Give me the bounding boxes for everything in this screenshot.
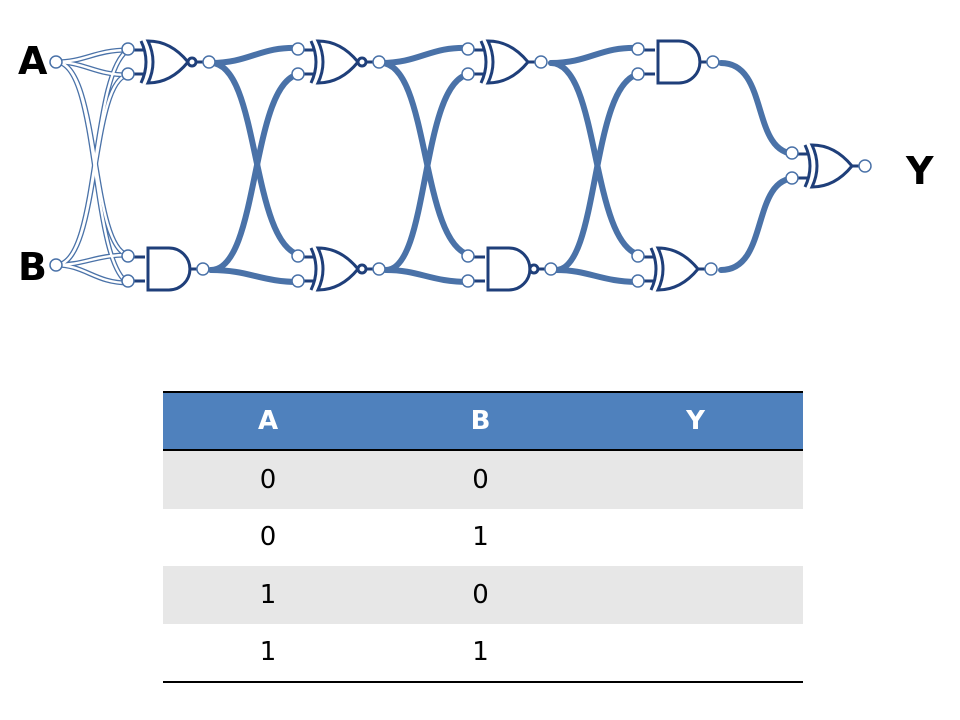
logic-circuit-diagram [49, 39, 872, 292]
cell-b: 1 [373, 508, 588, 566]
output-5-xor-gate [794, 143, 859, 189]
gate-input-pin [785, 146, 799, 160]
cell-a: 0 [163, 450, 373, 509]
input-b-pin [49, 258, 63, 272]
gate-output-pin [858, 159, 872, 173]
gate-output-pin [202, 55, 216, 69]
cell-a: 0 [163, 508, 373, 566]
cell-y [588, 450, 803, 509]
cell-b: 0 [373, 566, 588, 624]
gate-input-pin [121, 249, 135, 263]
gate-input-pin [631, 42, 645, 56]
gate-output-pin [372, 262, 386, 276]
top-1-xnor-gate [130, 39, 203, 85]
table-row: 1 0 [163, 566, 803, 624]
gate-input-pin [631, 274, 645, 288]
gate-input-pin [121, 67, 135, 81]
cell-b: 0 [373, 450, 588, 509]
truth-table-header-row: A B Y [163, 391, 803, 451]
header-b: B [373, 391, 588, 451]
gate-input-pin [121, 42, 135, 56]
logic-gates [130, 39, 859, 292]
connection-pins [49, 42, 872, 288]
gate-input-pin [291, 274, 305, 288]
gate-output-pin [372, 55, 386, 69]
gate-input-pin [291, 249, 305, 263]
gate-input-pin [291, 67, 305, 81]
table-row: 0 0 [163, 450, 803, 509]
inter-stage-wires [208, 44, 799, 285]
top-2-xnor-gate [300, 39, 373, 85]
input-a-pin [49, 55, 63, 69]
gate-input-pin [461, 274, 475, 288]
table-row: 0 1 [163, 508, 803, 566]
gate-output-pin [534, 55, 548, 69]
header-y: Y [588, 391, 803, 451]
table-row: 1 1 [163, 623, 803, 682]
gate-output-pin [706, 55, 720, 69]
cell-a: 1 [163, 623, 373, 682]
truth-table: A B Y 0 0 0 1 1 0 1 1 [163, 391, 803, 683]
bottom-2-xnor-gate [300, 246, 373, 292]
gate-input-pin [121, 274, 135, 288]
cell-y [588, 623, 803, 682]
gate-output-pin [196, 262, 210, 276]
gate-output-pin [544, 262, 558, 276]
gate-input-pin [461, 42, 475, 56]
top-3-xor-gate [470, 39, 535, 85]
bottom-4-xor-gate [640, 246, 705, 292]
top-4-and-gate [640, 39, 707, 85]
cell-y [588, 508, 803, 566]
bottom-1-and-gate [130, 246, 197, 292]
header-a: A [163, 391, 373, 451]
output-y-label: Y [906, 149, 934, 193]
gate-input-pin [291, 42, 305, 56]
cell-b: 1 [373, 623, 588, 682]
gate-input-pin [785, 171, 799, 185]
input-a-label: A [18, 39, 48, 83]
gate-input-pin [631, 249, 645, 263]
input-b-label: B [18, 245, 47, 289]
gate-input-pin [461, 67, 475, 81]
bottom-3-nand-gate [470, 246, 545, 292]
cell-a: 1 [163, 566, 373, 624]
gate-input-pin [461, 249, 475, 263]
gate-input-pin [631, 67, 645, 81]
cell-y [588, 566, 803, 624]
gate-output-pin [704, 262, 718, 276]
